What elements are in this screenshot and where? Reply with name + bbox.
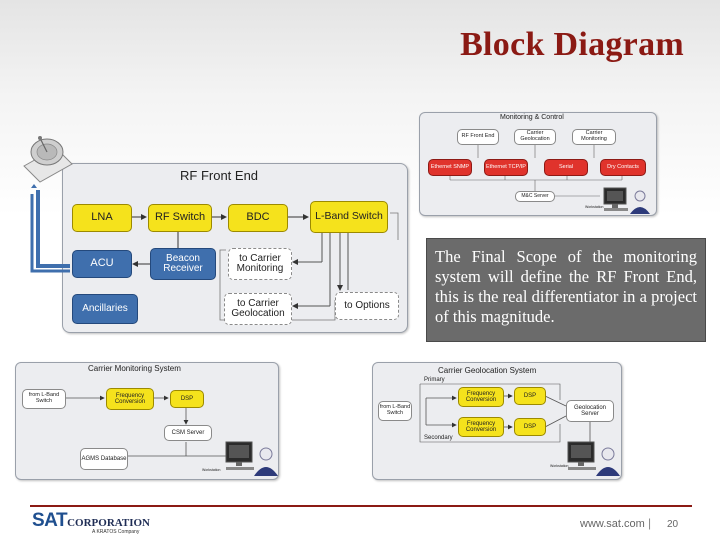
cm-database-block: AGMS Database <box>80 448 128 470</box>
carrier-geolocation-title: Carrier Geolocation System <box>438 366 537 375</box>
carrier-monitoring-title: Carrier Monitoring System <box>88 364 181 373</box>
callout-text: The Final Scope of the monitoring system… <box>435 247 697 326</box>
cm-freq-conv-block: Frequency Conversion <box>106 388 154 410</box>
rf-switch-block: RF Switch <box>148 204 212 232</box>
lband-switch-block: L-Band Switch <box>310 201 388 233</box>
cg-dsp-1-block: DSP <box>514 387 546 405</box>
acu-block: ACU <box>72 250 132 278</box>
footer-separator: | <box>648 516 652 530</box>
cm-input-block: from L-Band Switch <box>22 389 66 409</box>
logo-subtitle: A KRATOS Company <box>92 529 140 535</box>
footer-divider <box>30 505 692 507</box>
cm-workstation-user-icon <box>225 441 278 476</box>
cg-dsp-2-block: DSP <box>514 418 546 436</box>
scope-callout: The Final Scope of the monitoring system… <box>426 238 706 342</box>
rf-front-end-title: RF Front End <box>180 168 259 183</box>
cm-csm-server-block: CSM Server <box>164 425 212 441</box>
mc-rf-front-end-block: RF Front End <box>457 129 499 145</box>
logo-corporation: CORPORATION <box>67 517 151 529</box>
cg-workstation-label: Workstation <box>550 464 569 468</box>
cm-dsp-block: DSP <box>170 390 204 408</box>
cm-workstation-label: Workstation <box>202 468 221 472</box>
slide-title: Block Diagram <box>460 26 684 63</box>
cg-geo-server-block: Geolocation Server <box>566 400 614 422</box>
mc-carrier-monitoring-block: Carrier Monitoring <box>572 129 616 145</box>
to-carrier-monitoring-block: to Carrier Monitoring <box>228 248 292 280</box>
mc-ethernet-tcpip-block: Ethernet TCP/IP <box>484 159 528 176</box>
mc-serial-block: Serial <box>544 159 588 176</box>
mc-ethernet-snmp-block: Ethernet SNMP <box>428 159 472 176</box>
sat-corporation-logo: SATCORPORATION A KRATOS Company <box>32 510 151 535</box>
lna-block: LNA <box>72 204 132 232</box>
logo-sat: SAT <box>32 510 68 531</box>
cg-primary-label: Primary <box>424 377 445 383</box>
satellite-dish-icon <box>23 136 73 188</box>
mc-dry-contacts-block: Dry Contacts <box>600 159 646 176</box>
ancillaries-block: Ancillaries <box>72 294 138 324</box>
bdc-block: BDC <box>228 204 288 232</box>
to-carrier-geolocation-block: to Carrier Geolocation <box>224 293 292 325</box>
cg-input-block: from L-Band Switch <box>378 401 412 421</box>
cg-freq-conv-2-block: Frequency Conversion <box>458 417 504 437</box>
to-options-block: to Options <box>335 292 399 320</box>
mc-server-block: M&C Server <box>515 191 555 202</box>
cg-workstation-user-icon <box>567 441 620 476</box>
mc-workstation-label: Workstation <box>585 205 604 209</box>
beacon-receiver-block: Beacon Receiver <box>150 248 216 280</box>
monitoring-control-title: Monitoring & Control <box>500 114 564 121</box>
page-number: 20 <box>667 519 679 530</box>
cg-secondary-label: Secondary <box>424 435 453 441</box>
workstation-user-icon <box>603 187 650 214</box>
footer-url[interactable]: www.sat.com <box>580 518 645 530</box>
mc-carrier-geolocation-block: Carrier Geolocation <box>514 129 556 145</box>
cg-freq-conv-1-block: Frequency Conversion <box>458 387 504 407</box>
